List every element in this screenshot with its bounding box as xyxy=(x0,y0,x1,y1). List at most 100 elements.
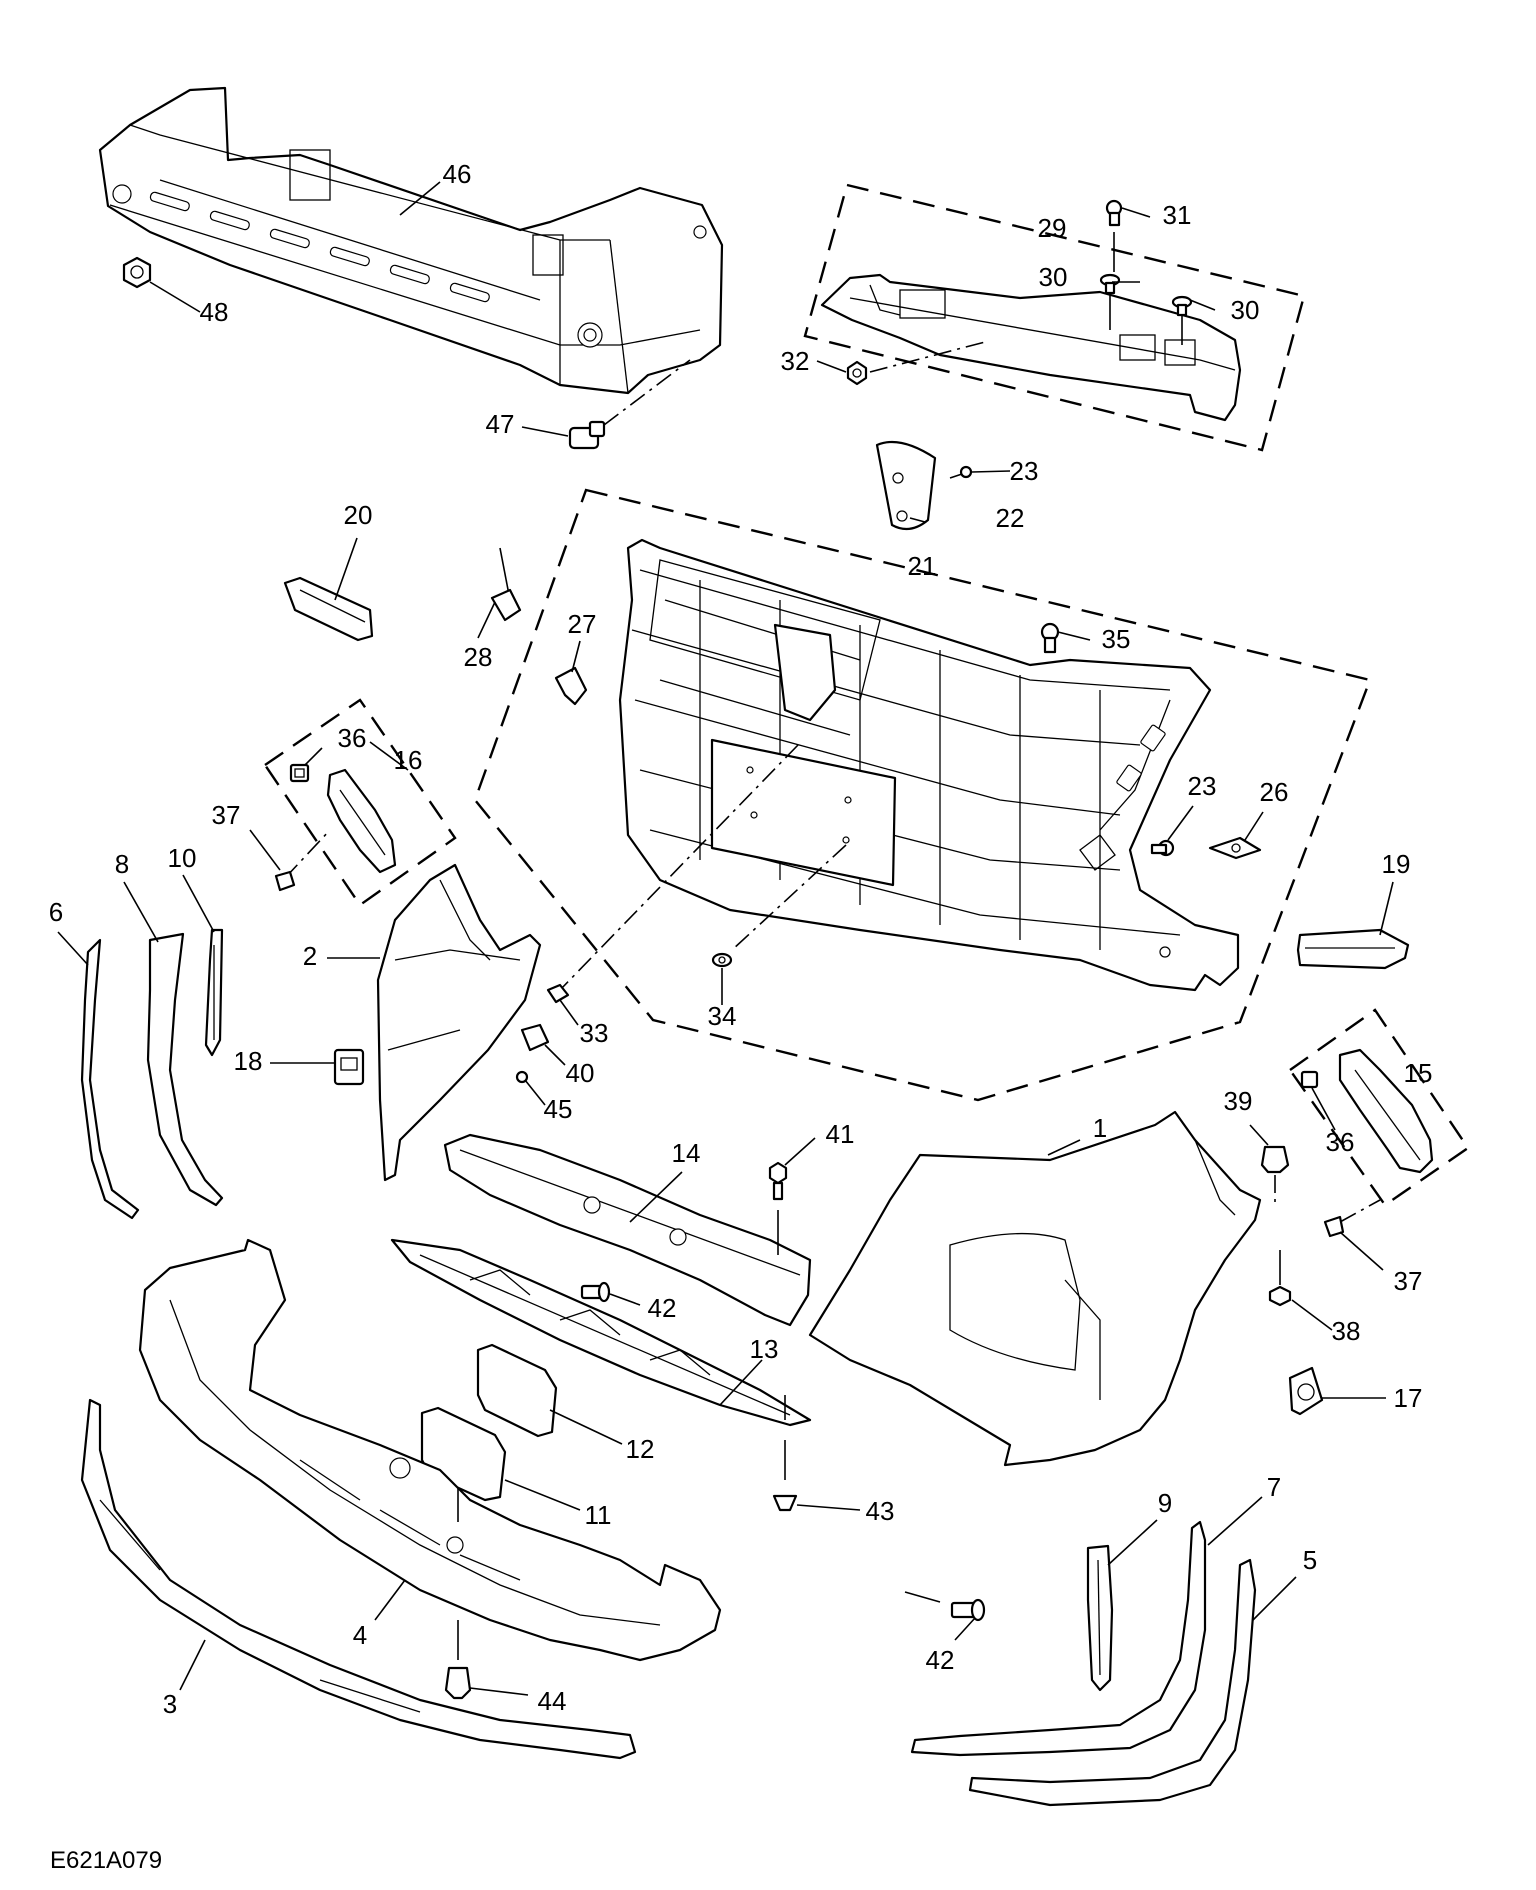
clip-part-27 xyxy=(554,666,588,706)
callout-38: 38 xyxy=(1332,1316,1361,1346)
callout-14: 14 xyxy=(672,1138,701,1168)
clip-part-43 xyxy=(772,1395,798,1512)
trim-part-12 xyxy=(476,1343,558,1438)
clip-part-44 xyxy=(444,1620,472,1700)
lower-grille-part-13 xyxy=(390,1238,812,1427)
callout-36-left: 36 xyxy=(338,723,367,753)
group-21-outline xyxy=(473,488,1372,1102)
sensor-part-17 xyxy=(1288,1366,1324,1416)
callout-22: 22 xyxy=(996,503,1025,533)
callout-46: 46 xyxy=(443,159,472,189)
clip-part-40 xyxy=(520,1023,550,1052)
lower-lip-part-3 xyxy=(80,1398,637,1760)
screw-part-38 xyxy=(1268,1250,1292,1307)
clip-part-33 xyxy=(546,983,570,1004)
callout-42-bottom: 42 xyxy=(926,1645,955,1675)
callout-20: 20 xyxy=(344,500,373,530)
clip-part-36-left xyxy=(289,763,310,783)
diagram-reference-code: E621A079 xyxy=(50,1847,162,1874)
bolt-part-37-left xyxy=(274,829,331,892)
callout-41: 41 xyxy=(826,1119,855,1149)
callout-32: 32 xyxy=(781,346,810,376)
callout-17: 17 xyxy=(1394,1383,1423,1413)
callout-6: 6 xyxy=(49,897,63,927)
group-15-outline xyxy=(1288,1008,1470,1207)
side-bracket-part-2 xyxy=(376,863,542,1182)
screw-part-23-top xyxy=(949,465,973,479)
trim-part-20 xyxy=(283,576,374,642)
screw-part-30b xyxy=(1171,295,1193,345)
callout-9: 9 xyxy=(1158,1488,1172,1518)
callout-23-top: 23 xyxy=(1010,456,1039,486)
nut-part-32 xyxy=(846,360,868,386)
bolt-part-31 xyxy=(1105,199,1123,272)
callout-12: 12 xyxy=(626,1434,655,1464)
nut-part-48 xyxy=(122,256,152,289)
callout-39: 39 xyxy=(1224,1086,1253,1116)
group-29-outline xyxy=(803,183,1306,452)
callout-29: 29 xyxy=(1038,213,1067,243)
bracket-part-15 xyxy=(1338,1048,1434,1174)
clip-part-45 xyxy=(515,1070,529,1084)
clip-part-26 xyxy=(1208,836,1262,860)
callout-3: 3 xyxy=(163,1689,177,1719)
bolt-part-42-bottom xyxy=(904,1591,986,1622)
clip-part-28 xyxy=(490,547,522,622)
lower-lip-part-5 xyxy=(968,1558,1257,1807)
trim-part-19 xyxy=(1296,928,1410,970)
callout-labels: 1 2 3 4 5 6 7 8 9 10 11 12 13 14 15 16 1… xyxy=(49,159,1433,1719)
callout-35: 35 xyxy=(1102,624,1131,654)
undertray-part-4 xyxy=(138,1238,722,1662)
callout-5: 5 xyxy=(1303,1545,1317,1575)
callout-21: 21 xyxy=(908,551,937,581)
badge-plate-part-22 xyxy=(875,440,937,531)
callout-10: 10 xyxy=(168,843,197,873)
callout-43: 43 xyxy=(866,1496,895,1526)
callout-7: 7 xyxy=(1267,1472,1281,1502)
leader-lines xyxy=(57,181,1394,1696)
callout-31: 31 xyxy=(1163,200,1192,230)
bracket-part-16 xyxy=(326,768,397,874)
bumper-cover-part-1 xyxy=(808,1110,1262,1467)
callout-34: 34 xyxy=(708,1001,737,1031)
clip-part-36-right xyxy=(1300,1070,1319,1089)
bolt-part-47 xyxy=(568,359,691,450)
bracket-part-29 xyxy=(820,273,1242,422)
grille-part-21 xyxy=(559,538,1240,992)
callout-13: 13 xyxy=(750,1334,779,1364)
group-outlines xyxy=(263,183,1470,1207)
callout-19: 19 xyxy=(1382,849,1411,879)
callout-30-right: 30 xyxy=(1231,295,1260,325)
callout-26: 26 xyxy=(1260,777,1289,807)
callout-30-left: 30 xyxy=(1039,262,1068,292)
callout-47: 47 xyxy=(486,409,515,439)
bolt-part-37-right xyxy=(1323,1199,1381,1238)
callout-42-top: 42 xyxy=(648,1293,677,1323)
clip-part-18 xyxy=(333,1048,365,1086)
reinforcement-beam-part-46 xyxy=(98,86,724,395)
callout-27: 27 xyxy=(568,609,597,639)
callout-48: 48 xyxy=(200,297,229,327)
clip-part-34 xyxy=(711,952,733,968)
callout-37-right: 37 xyxy=(1394,1266,1423,1296)
trim-strip-part-10 xyxy=(204,928,224,1057)
callout-16: 16 xyxy=(394,745,423,775)
callout-23-right: 23 xyxy=(1188,771,1217,801)
callout-33: 33 xyxy=(580,1018,609,1048)
bolt-part-41 xyxy=(768,1161,788,1255)
callout-1: 1 xyxy=(1093,1113,1107,1143)
callout-45: 45 xyxy=(544,1094,573,1124)
group-16-outline xyxy=(263,698,457,907)
trim-strip-part-6 xyxy=(80,938,140,1220)
callout-18: 18 xyxy=(234,1046,263,1076)
callout-44: 44 xyxy=(538,1686,567,1716)
trim-strip-part-8 xyxy=(146,932,224,1207)
clip-part-39 xyxy=(1260,1145,1290,1205)
bolt-part-42-top xyxy=(580,1281,611,1303)
callout-11: 11 xyxy=(585,1500,612,1530)
callout-15: 15 xyxy=(1404,1058,1433,1088)
callout-28: 28 xyxy=(464,642,493,672)
trim-strip-part-9 xyxy=(1086,1544,1114,1692)
callout-40: 40 xyxy=(566,1058,595,1088)
